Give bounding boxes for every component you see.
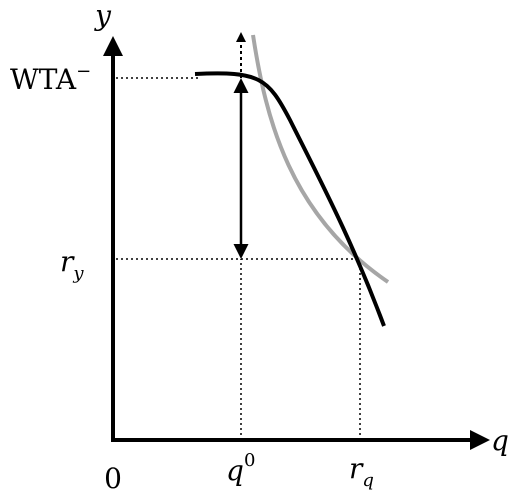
- ry-label-main: r: [60, 245, 75, 278]
- x-axis-label: q: [491, 424, 509, 457]
- origin-label: 0: [104, 462, 122, 495]
- y-axis-label: y: [93, 0, 112, 32]
- wta-label-main: WTA: [10, 63, 77, 96]
- black-curve: [194, 71, 386, 327]
- ry-label: ry: [60, 245, 84, 284]
- q0-label-main: q: [226, 454, 244, 487]
- rq-label: rq: [349, 452, 374, 491]
- wta-label-sup: −: [76, 61, 91, 82]
- rq-label-sub: q: [362, 470, 374, 491]
- ry-label-sub: y: [72, 263, 84, 284]
- q0-label-sup: 0: [244, 450, 255, 471]
- gray-curve: [251, 34, 390, 284]
- rq-label-main: r: [349, 452, 364, 485]
- wta-label: WTA−: [10, 61, 91, 96]
- q0-label: q0: [226, 450, 255, 487]
